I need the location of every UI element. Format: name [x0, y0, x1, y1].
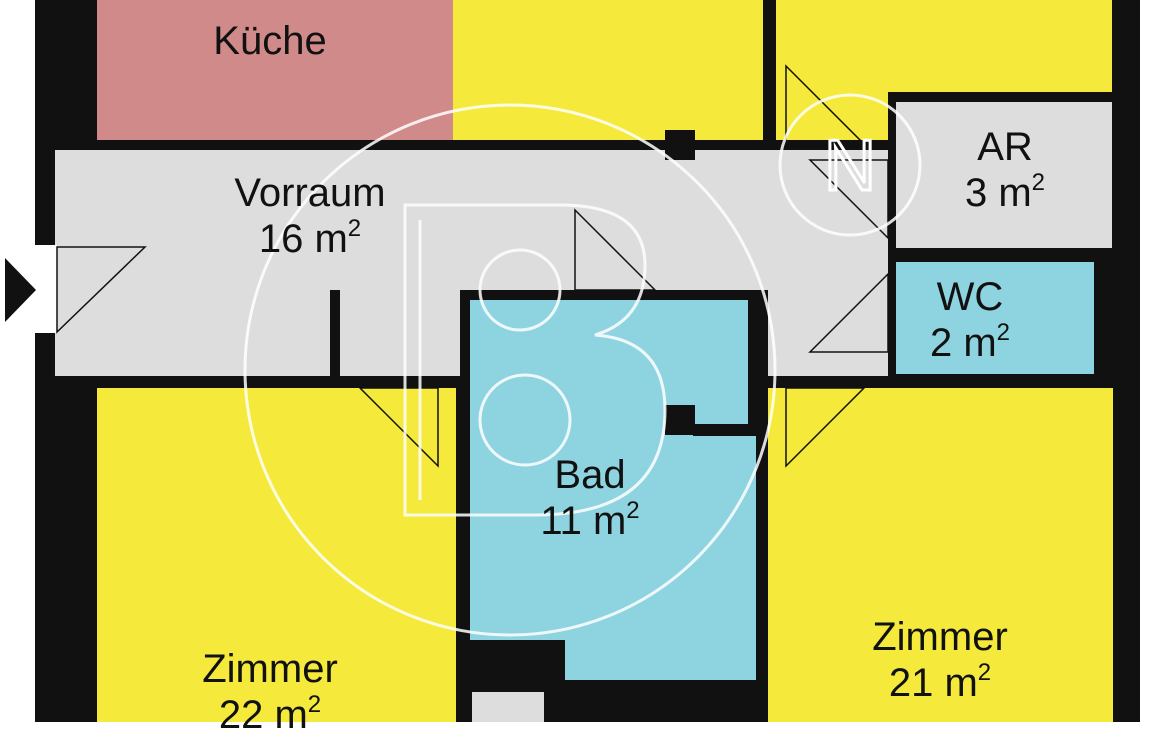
label-vorraum: Vorraum 16 m2 — [210, 170, 410, 262]
label-zimmer-right: Zimmer 21 m2 — [840, 614, 1040, 706]
watermark-letter: N — [824, 126, 876, 206]
label-wc: WC 2 m2 — [905, 274, 1035, 366]
room-area: 22 m2 — [218, 691, 322, 738]
room-area: 16 m2 — [258, 215, 362, 262]
room-zimmer-left — [97, 388, 456, 722]
room-top-right-lower — [776, 92, 888, 140]
label-ar: AR 3 m2 — [940, 124, 1070, 216]
floor-plan: N — [5, 0, 1140, 722]
room-name: Vorraum — [234, 171, 386, 215]
room-bad — [470, 300, 756, 680]
room-name: Zimmer — [202, 647, 338, 691]
room-area: 11 m2 — [540, 497, 640, 544]
room-vorraum — [55, 150, 888, 376]
door-swings — [56, 64, 889, 468]
room-area: 21 m2 — [888, 659, 992, 706]
wall-top-right-divider — [763, 0, 776, 140]
entrance-arrow-icon — [5, 258, 36, 322]
room-name: Küche — [213, 19, 327, 63]
b-monogram-watermark-icon — [243, 93, 922, 637]
room-ar — [896, 102, 1112, 248]
label-kueche: Küche — [170, 18, 370, 64]
room-top-right — [776, 0, 1112, 92]
room-area: 3 m2 — [964, 169, 1046, 216]
room-top-middle — [453, 0, 763, 140]
label-bad: Bad 11 m2 — [510, 452, 670, 544]
wall-column — [665, 130, 695, 160]
room-wc — [896, 262, 1094, 374]
room-name: WC — [936, 275, 1004, 319]
entrance-opening — [35, 245, 57, 333]
label-zimmer-left: Zimmer 22 m2 — [170, 646, 370, 738]
room-zimmer-right — [768, 388, 1113, 722]
closet-light — [472, 692, 544, 722]
room-name: Bad — [554, 453, 626, 497]
room-kueche — [97, 0, 453, 140]
room-area: 2 m2 — [929, 319, 1011, 366]
wall-bad-notch — [665, 405, 695, 435]
room-name: Zimmer — [872, 615, 1008, 659]
room-name: AR — [977, 125, 1033, 169]
wall-stub-vorraum — [330, 290, 340, 376]
